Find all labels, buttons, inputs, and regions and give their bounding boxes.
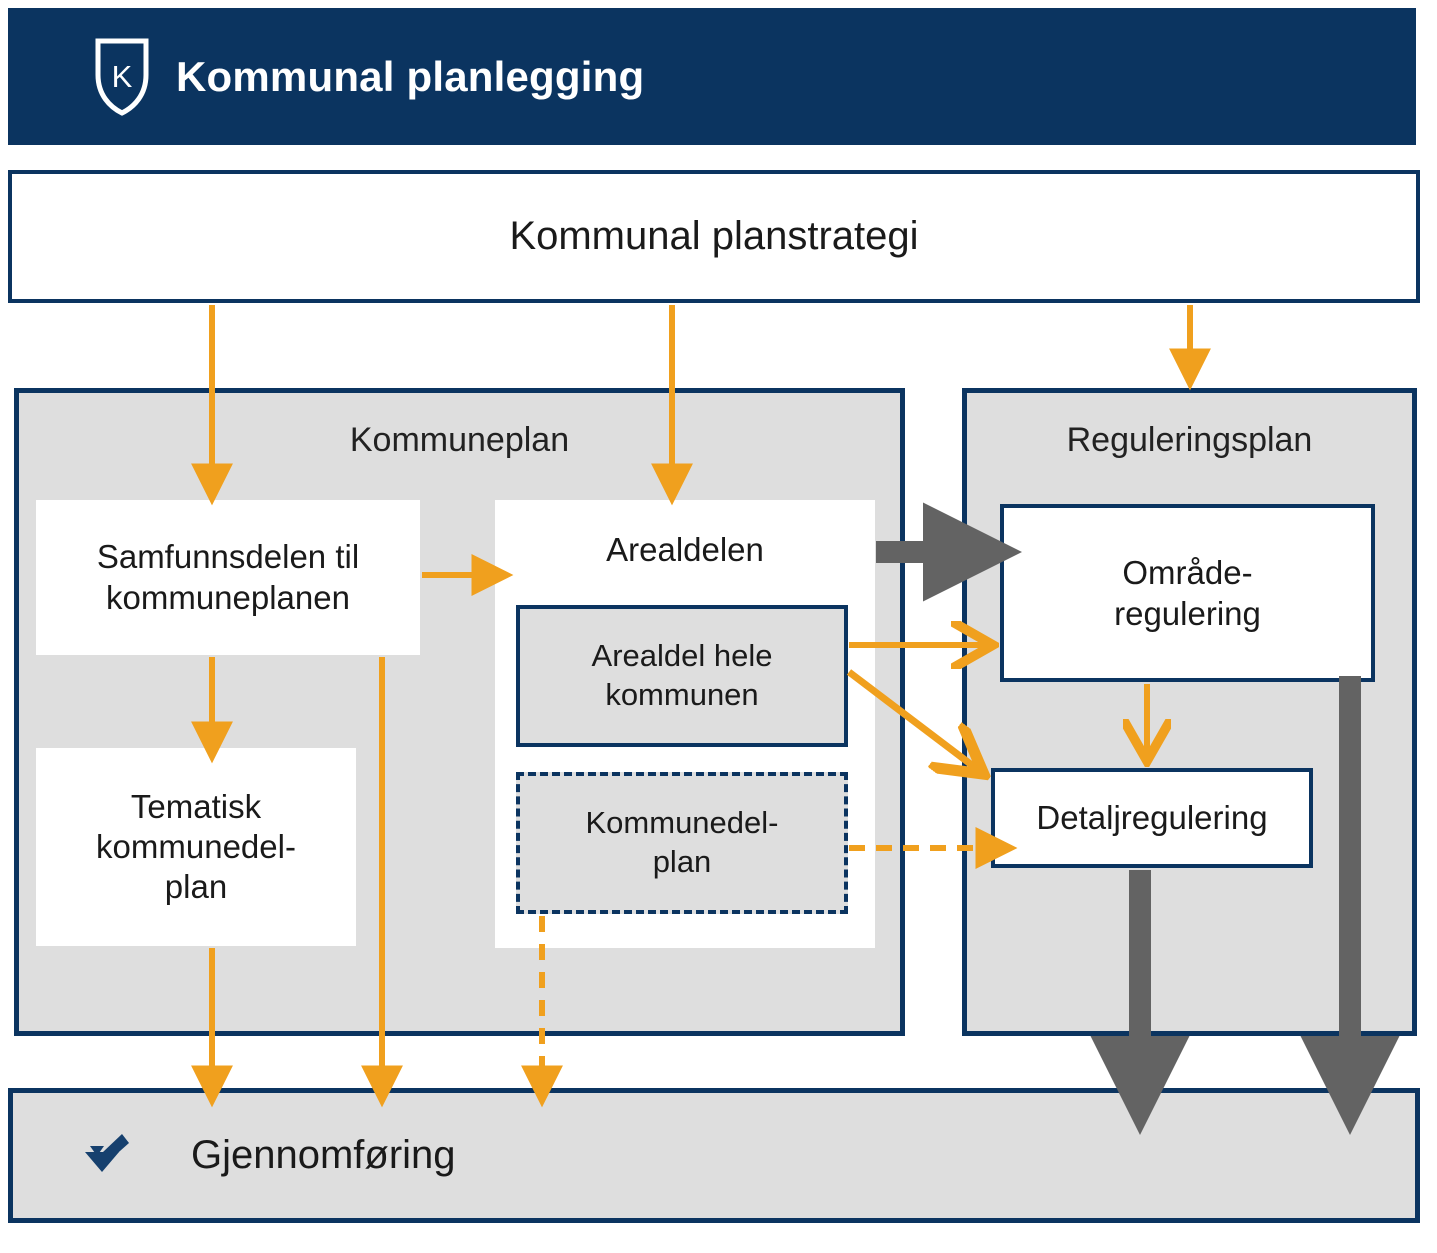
svg-text:K: K — [112, 59, 133, 94]
tematisk-line1: Tematisk — [130, 787, 262, 825]
kommunedelplan-line1: Kommunedel- — [585, 805, 779, 841]
omrade-line2: regulering — [1114, 595, 1261, 632]
arealdel-hele-kommunen-box: Arealdel hele kommunen — [516, 605, 848, 747]
shield-k-icon: K — [95, 38, 149, 116]
checkmark-arrow-icon — [85, 1133, 129, 1172]
omraderegulering-box: Område- regulering — [1000, 504, 1375, 682]
omrade-line1: Område- — [1122, 553, 1253, 591]
page-title: Kommunal planlegging — [176, 52, 645, 100]
kommunedelplan-box: Kommunedel- plan — [516, 772, 848, 914]
arealdel-hele-line1: Arealdel hele — [591, 638, 773, 674]
arealdelen-label: Arealdelen — [606, 531, 764, 568]
tematisk-kommunedelplan-label: Tematisk kommunedel- plan — [96, 787, 296, 908]
arealdel-hele-kommunen-label: Arealdel hele kommunen — [592, 637, 773, 715]
tematisk-kommunedelplan-box: Tematisk kommunedel- plan — [36, 748, 356, 946]
gjennomforing-label: Gjennomføring — [191, 1133, 456, 1177]
samfunnsdelen-box: Samfunnsdelen til kommuneplanen — [36, 500, 420, 655]
kommunal-planstrategi-box: Kommunal planstrategi — [8, 170, 1420, 303]
detaljregulering-box: Detaljregulering — [991, 768, 1313, 868]
omraderegulering-label: Område- regulering — [1114, 552, 1261, 635]
kommuneplan-group-title: Kommuneplan — [349, 421, 570, 459]
samfunnsdelen-line1: Samfunnsdelen til — [96, 538, 360, 576]
arealdel-hele-line2: kommunen — [605, 677, 759, 712]
kommunedelplan-label: Kommunedel- plan — [586, 804, 779, 882]
detaljregulering-label: Detaljregulering — [1036, 799, 1268, 836]
samfunnsdelen-label: Samfunnsdelen til kommuneplanen — [97, 537, 359, 618]
reguleringsplan-group-title: Reguleringsplan — [1066, 421, 1313, 459]
kommunal-planstrategi-label: Kommunal planstrategi — [509, 214, 919, 258]
samfunnsdelen-line2: kommuneplanen — [105, 578, 350, 616]
tematisk-line3: plan — [164, 868, 228, 906]
gjennomforing-bar: Gjennomføring — [8, 1088, 1420, 1223]
reguleringsplan-group: Reguleringsplan — [962, 388, 1417, 1036]
kommunedelplan-line2: plan — [652, 844, 712, 879]
header-bar: K Kommunal planlegging — [8, 8, 1416, 145]
tematisk-line2: kommunedel- — [96, 827, 296, 865]
